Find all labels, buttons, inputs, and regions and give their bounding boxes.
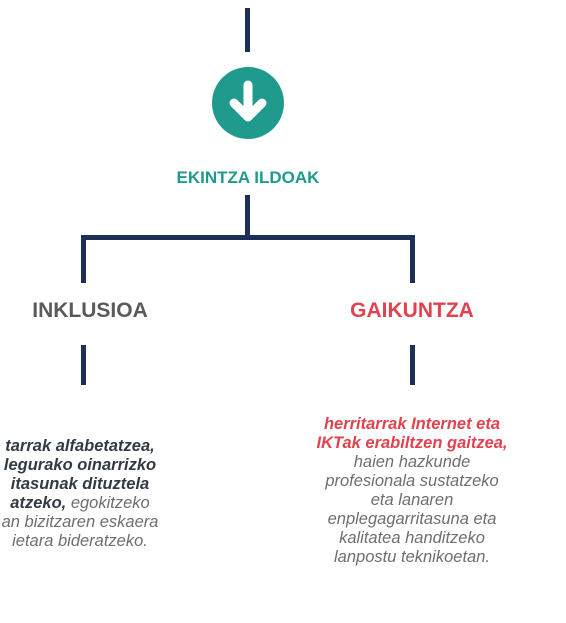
empowerment-description-line: profesionala sustatzeko xyxy=(325,472,499,490)
empowerment-heading: GAIKUNTZA xyxy=(350,299,474,322)
horizontal-connector-line xyxy=(81,235,415,240)
inclusion-description: tarrak alfabetatzea, legurako oinarrizko… xyxy=(0,437,240,551)
inclusion-description-line: an bizitzaren eskaera xyxy=(1,513,159,531)
empowerment-description-line: haien hazkunde xyxy=(353,453,471,471)
empowerment-description-line: IKTak erabiltzen gaitzea, xyxy=(316,434,508,452)
inclusion-description-line: itasunak dituztela xyxy=(10,475,150,493)
empowerment-description-line: herritarrak Internet eta xyxy=(323,415,501,433)
empowerment-description-line: eta lanaren xyxy=(370,491,454,509)
inclusion-heading: INKLUSIOA xyxy=(32,299,148,322)
right-lower-line xyxy=(410,345,415,385)
left-lower-line xyxy=(81,345,86,385)
left-branch-line xyxy=(81,235,86,283)
arrow-down-circle-icon xyxy=(212,67,284,139)
top-connector-line xyxy=(245,8,250,52)
inclusion-description-line: legurako oinarrizko xyxy=(3,456,157,474)
empowerment-description-line: lanpostu teknikoetan. xyxy=(334,548,490,566)
main-heading: EKINTZA ILDOAK xyxy=(176,168,320,187)
arrow-down-icon xyxy=(229,80,267,122)
empowerment-description: herritarrak Internet eta IKTak erabiltze… xyxy=(262,415,562,567)
inclusion-description-line: tarrak alfabetatzea, xyxy=(5,437,155,455)
empowerment-description-line: enplegagarritasuna eta xyxy=(327,510,497,528)
empowerment-description-line: kalitatea handitzeko xyxy=(339,529,485,547)
inclusion-description-line: atzeko, egokitzeko xyxy=(10,494,150,512)
right-branch-line xyxy=(410,235,415,283)
stem-connector-line xyxy=(245,195,250,238)
inclusion-description-line: ietara bideratzeko. xyxy=(12,532,148,550)
